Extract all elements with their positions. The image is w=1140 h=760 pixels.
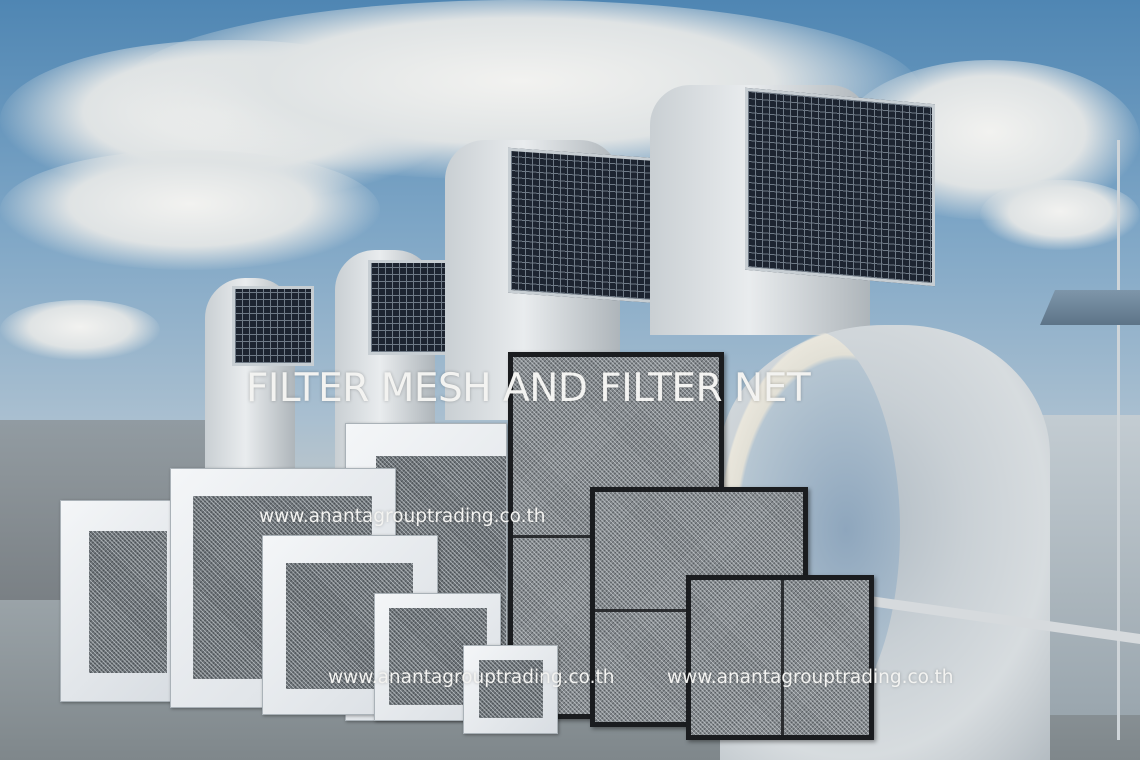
duct-grill — [232, 286, 314, 366]
antenna-pole — [1117, 140, 1120, 740]
duct-grill — [508, 147, 658, 304]
page-title: FILTER MESH AND FILTER NET — [246, 366, 811, 411]
duct-grill — [368, 260, 450, 355]
vent-cap — [1040, 290, 1140, 325]
frame-divider — [781, 580, 784, 735]
cloud — [0, 150, 380, 270]
duct-grill — [745, 87, 935, 287]
cloud — [980, 180, 1140, 250]
cloud — [0, 300, 160, 360]
white-filter-frame — [60, 500, 172, 702]
white-filter-frame — [463, 645, 558, 734]
watermark-url: www.anantagrouptrading.co.th — [259, 506, 546, 527]
black-filter-frame — [686, 575, 874, 740]
filter-mesh — [479, 660, 543, 718]
filter-mesh — [89, 531, 167, 673]
watermark-url: www.anantagrouptrading.co.th — [328, 667, 615, 688]
watermark-url: www.anantagrouptrading.co.th — [667, 667, 954, 688]
